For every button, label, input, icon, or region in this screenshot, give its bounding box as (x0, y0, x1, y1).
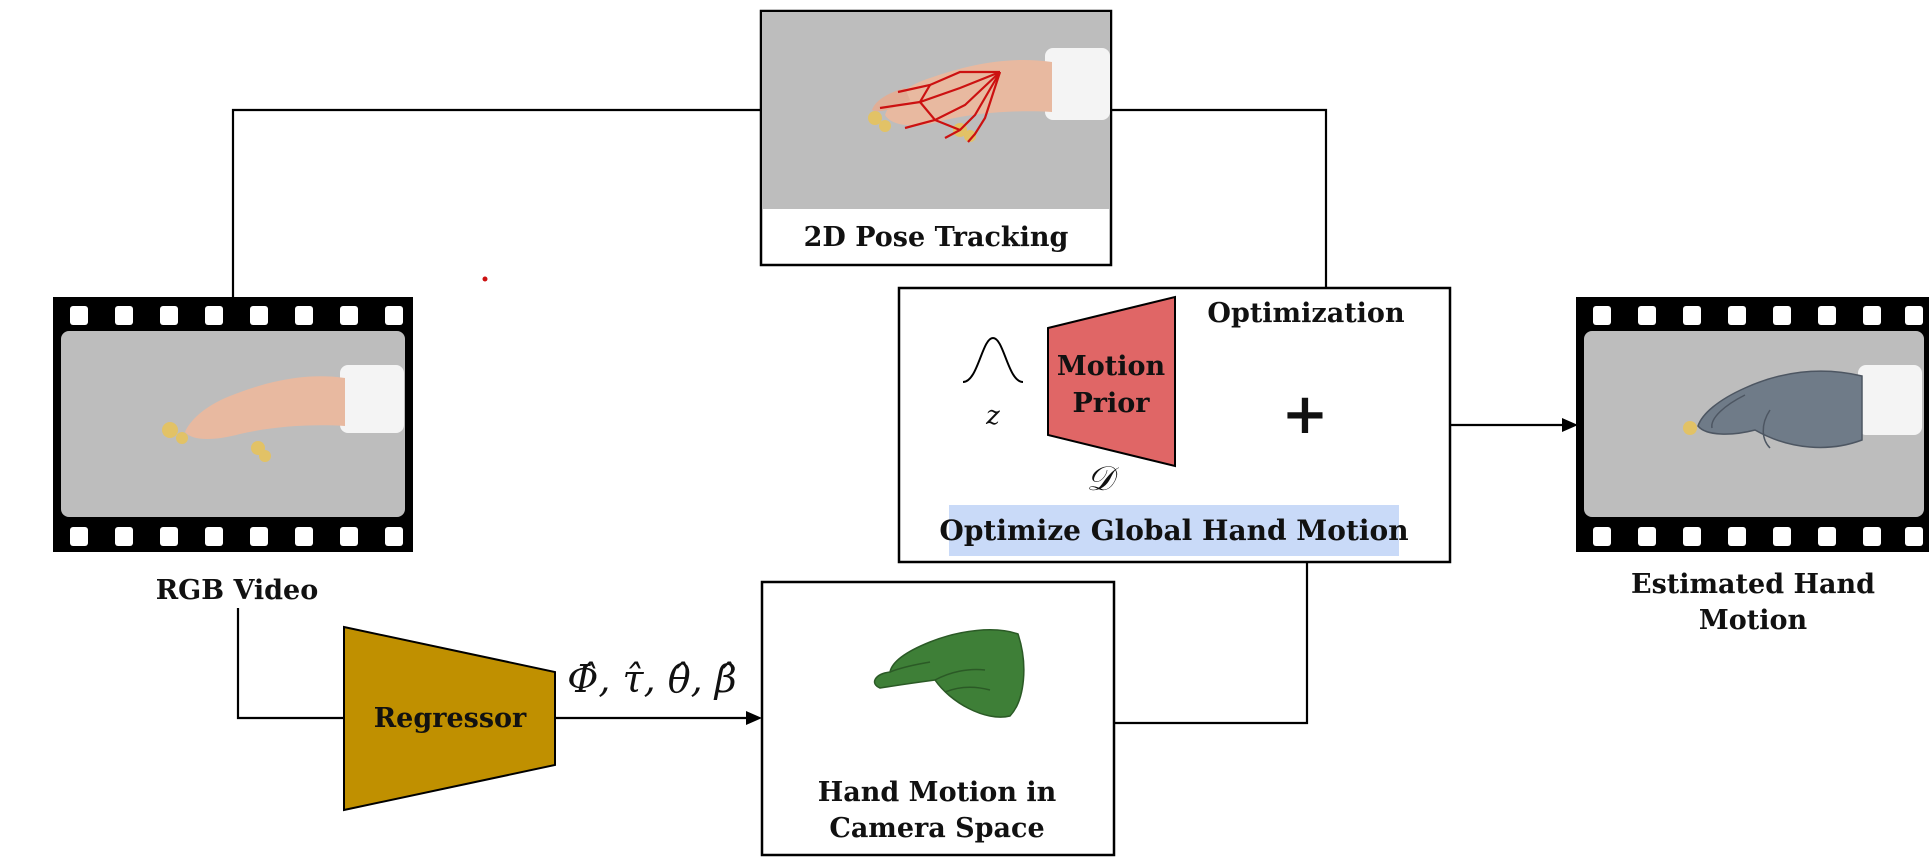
latent-z-label: z (985, 401, 1000, 431)
estimated-motion-label-line1: Estimated Hand (1631, 569, 1875, 600)
camera-space-panel: Hand Motion in Camera Space (760, 580, 1116, 857)
hand-icon (873, 629, 1025, 718)
arrowhead-camera (746, 711, 762, 725)
film-perforations (1593, 306, 1923, 546)
optimization-title: Optimization (1207, 298, 1405, 329)
rgb-video-film: RGB Video (53, 297, 413, 606)
connector-video-to-pose (231, 108, 761, 298)
rgb-video-label: RGB Video (156, 575, 319, 606)
camera-space-label-line1: Hand Motion in (818, 777, 1057, 808)
regressor-block: Regressor Φ̂, τ̂, θ̂, β̂ (343, 625, 737, 812)
camera-space-frame (760, 580, 1116, 857)
pose-tracking-panel: 2D Pose Tracking (759, 9, 1113, 267)
stray-dot (482, 276, 488, 282)
hand-icon (1683, 365, 1922, 449)
pose-tracking-label: 2D Pose Tracking (804, 222, 1069, 253)
motion-prior-label-line1: Motion (1057, 351, 1166, 382)
gaussian-curve-icon (962, 336, 1024, 383)
camera-space-label-line2: Camera Space (829, 813, 1044, 844)
optimize-global-highlight (949, 505, 1399, 556)
connector-pose-to-optimization (1111, 108, 1328, 287)
regressor-label: Regressor (374, 703, 527, 734)
connectors (231, 108, 1566, 725)
motion-prior-decoder (1047, 295, 1176, 468)
estimated-motion-label-line2: Motion (1699, 605, 1808, 636)
optimization-box: Optimization z Motion Prior 𝒟 + Optimize… (897, 286, 1452, 564)
connector-video-to-regressor (236, 608, 344, 720)
arrowhead-output (1562, 418, 1578, 432)
regressor-trapezoid (343, 625, 556, 812)
skeleton-overlay (879, 70, 1002, 143)
estimated-motion-film: Estimated Hand Motion (1576, 297, 1929, 636)
plus-symbol: + (1282, 381, 1329, 447)
optimize-global-label: Optimize Global Hand Motion (939, 514, 1408, 547)
regressor-params: Φ̂, τ̂, θ̂, β̂ (567, 657, 737, 701)
motion-prior-label-line2: Prior (1072, 388, 1150, 419)
film-perforations (70, 306, 403, 546)
connector-camera-to-optimization (1114, 562, 1309, 725)
hand-icon (162, 365, 404, 462)
